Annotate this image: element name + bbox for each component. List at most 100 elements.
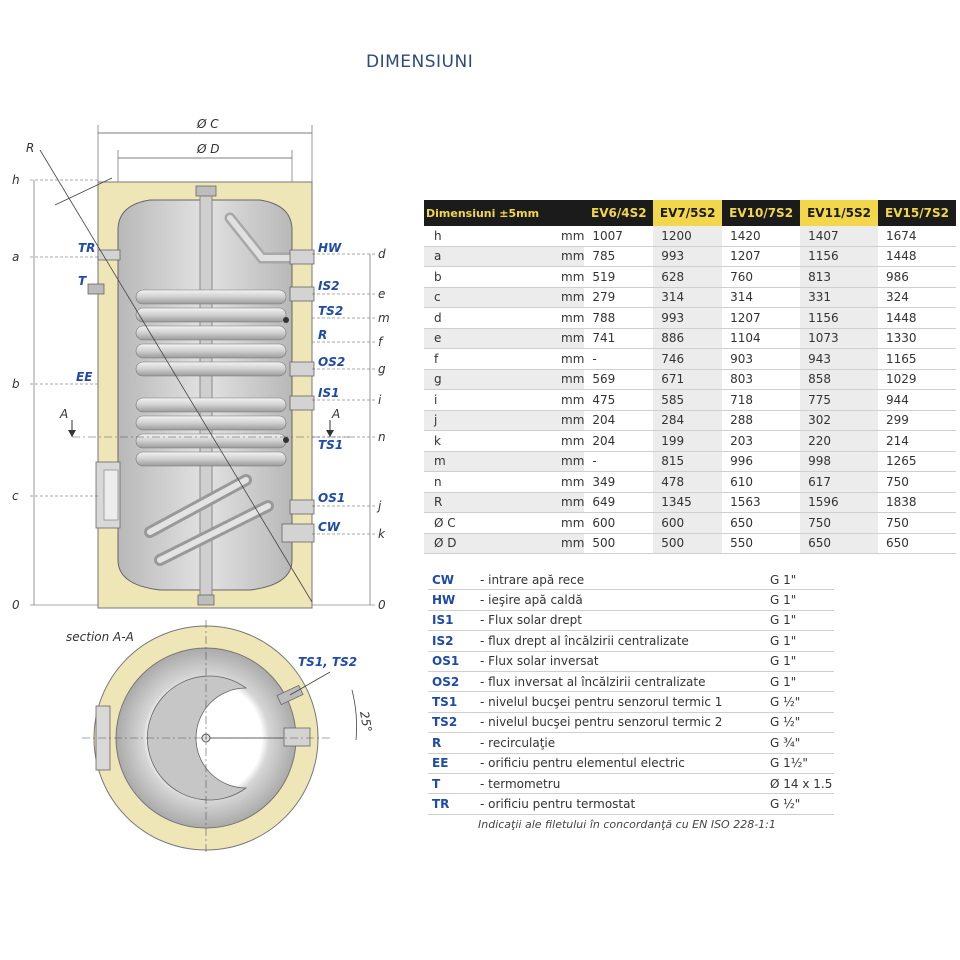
table-cell: 203 [722, 430, 801, 452]
row-label: h [424, 226, 553, 247]
table-cell: 1330 [878, 328, 956, 349]
row-label: i [424, 389, 553, 411]
dim-left-c: c [12, 489, 19, 503]
port-label-os1: OS1 [318, 491, 345, 505]
table-cell: 314 [722, 287, 801, 308]
row-unit: mm [553, 512, 585, 534]
row-unit: mm [553, 246, 585, 267]
table-cell: 858 [800, 369, 879, 390]
row-label: n [424, 471, 553, 493]
table-cell: 650 [800, 533, 879, 554]
table-cell: 314 [653, 287, 723, 308]
table-cell: 1265 [878, 451, 956, 472]
legend-thread: G 1½" [770, 753, 834, 774]
table-cell: 617 [800, 471, 879, 493]
table-cell: 600 [653, 512, 723, 534]
table-cell: 1420 [722, 226, 801, 247]
table-cell: 1207 [722, 246, 801, 267]
table-cell: 349 [584, 471, 654, 493]
column-header-model: EV15/7S2 [878, 200, 956, 226]
row-unit: mm [553, 451, 585, 472]
dimension-od: Ø D [117, 142, 293, 200]
table-cell: 302 [800, 410, 879, 431]
table-cell: 886 [653, 328, 723, 349]
section-title: section A-A [66, 630, 134, 644]
legend-description: - nivelul bucşei pentru senzorul termic … [480, 691, 770, 713]
table-cell: 998 [800, 451, 879, 472]
row-label: k [424, 430, 553, 452]
dim-right-n: n [378, 430, 386, 444]
column-header [553, 200, 585, 226]
table-cell: 519 [584, 266, 654, 288]
table-cell: 986 [878, 266, 956, 288]
row-unit: mm [553, 471, 585, 493]
dim-right-k: k [378, 527, 386, 541]
port-label-is1: IS1 [318, 386, 339, 400]
legend-thread: G ¾" [770, 732, 834, 754]
table-cell: 628 [653, 266, 723, 288]
table-cell: 1448 [878, 246, 956, 267]
table-cell: 746 [653, 348, 723, 370]
table-cell: 478 [653, 471, 723, 493]
legend-item: IS2- flux drept al încălzirii centraliza… [428, 630, 834, 652]
legend-code: TS1 [428, 691, 480, 713]
legend-description: - flux inversat al încălzirii centraliza… [480, 671, 770, 693]
legend-thread: G ½" [770, 712, 834, 734]
table-cell: 550 [722, 533, 801, 554]
table-cell: 741 [584, 328, 654, 349]
page-title: DIMENSIUNI [366, 52, 474, 72]
table-cell: 788 [584, 307, 654, 329]
table-cell: 1200 [653, 226, 723, 247]
column-header-model: EV10/7S2 [722, 200, 801, 226]
legend-code: OS1 [428, 651, 480, 672]
table-cell: 785 [584, 246, 654, 267]
left-dimensions [30, 179, 98, 606]
legend-item: TS2- nivelul bucşei pentru senzorul term… [428, 712, 834, 734]
table-cell: 775 [800, 389, 879, 411]
table-cell: 199 [653, 430, 723, 452]
dim-right-e: e [378, 287, 385, 301]
table-cell: 220 [800, 430, 879, 452]
row-label: R [424, 492, 553, 513]
legend-code: R [428, 732, 480, 754]
lower-coil [135, 397, 287, 566]
dim-left-b: b [12, 377, 20, 391]
table-cell: 813 [800, 266, 879, 288]
port-label-ts2: TS2 [318, 304, 343, 318]
table-cell: - [584, 451, 654, 472]
dimension-oc: Ø C [97, 117, 313, 185]
table-cell: 1448 [878, 307, 956, 329]
table-cell: 1596 [800, 492, 879, 513]
port-label-ee: EE [76, 370, 93, 384]
section-marker-right: A [331, 407, 340, 421]
legend-description: - ieşire apă caldă [480, 589, 770, 611]
table-cell: 1407 [800, 226, 879, 247]
legend-thread: G 1" [770, 651, 834, 672]
table-cell: 1029 [878, 369, 956, 390]
column-header-model: EV11/5S2 [800, 200, 879, 226]
dim-right-f: f [378, 335, 384, 349]
table-cell: 324 [878, 287, 956, 308]
legend-code: OS2 [428, 671, 480, 693]
column-header-model: EV7/5S2 [653, 200, 723, 226]
tank-drawing: Ø C Ø D [12, 117, 390, 855]
radius-label: R [26, 141, 34, 155]
legend-description: - termometru [480, 773, 770, 795]
row-unit: mm [553, 430, 585, 452]
legend-code: TS2 [428, 712, 480, 734]
table-cell: 585 [653, 389, 723, 411]
